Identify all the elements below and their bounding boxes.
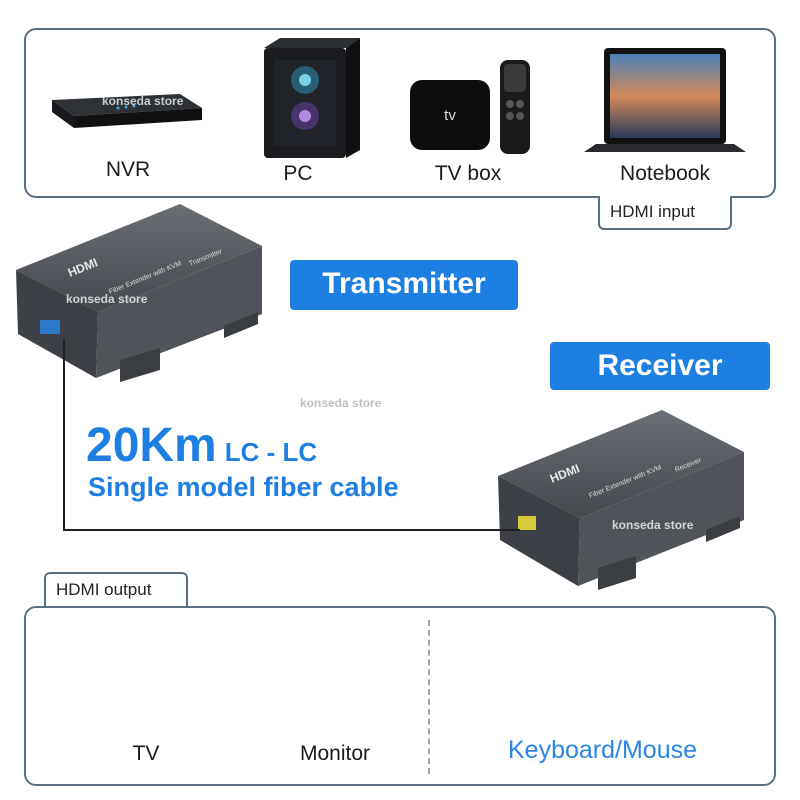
device-label-notebook: Notebook bbox=[620, 162, 710, 185]
output-devices-panel bbox=[24, 606, 776, 786]
notebook-image bbox=[584, 48, 746, 152]
device-label-tv: TV bbox=[132, 742, 160, 765]
cable-description: Single model fiber cable bbox=[88, 472, 399, 502]
device-label-monitor: Monitor bbox=[299, 742, 371, 765]
transmitter-device: HDMI Fiber Extender with KVM Transmitter bbox=[16, 204, 262, 382]
fiber-cable bbox=[63, 340, 520, 531]
watermark: konseda store bbox=[66, 292, 148, 306]
watermark: konseda store bbox=[300, 396, 382, 410]
receiver-fiber-port bbox=[518, 516, 536, 530]
nvr-image bbox=[52, 94, 202, 128]
hdmi-input-tag: HDMI input bbox=[598, 196, 732, 230]
panel-divider bbox=[428, 620, 430, 774]
transmitter-fiber-port bbox=[40, 320, 60, 334]
device-label-tv-box: TV box bbox=[434, 162, 502, 185]
watermark: konseda store bbox=[612, 518, 694, 532]
receiver-label: Receiver bbox=[550, 342, 770, 390]
transmitter-label: Transmitter bbox=[290, 260, 518, 310]
device-label-pc: PC bbox=[283, 162, 313, 185]
receiver-device: HDMI Fiber Extender with KVM Receiver bbox=[498, 410, 744, 590]
hdmi-output-tag: HDMI output bbox=[44, 572, 188, 610]
device-label-keyboard-mouse: Keyboard/Mouse bbox=[508, 736, 698, 764]
connector-type: LC - LC bbox=[224, 437, 318, 467]
distance-value: 20Km bbox=[86, 419, 217, 472]
tv-box-logo-text: tv bbox=[444, 107, 456, 124]
tv-box-image: tv bbox=[410, 60, 530, 154]
pc-image bbox=[264, 38, 360, 158]
watermark: konseda store bbox=[102, 94, 184, 108]
device-label-nvr: NVR bbox=[105, 158, 151, 181]
